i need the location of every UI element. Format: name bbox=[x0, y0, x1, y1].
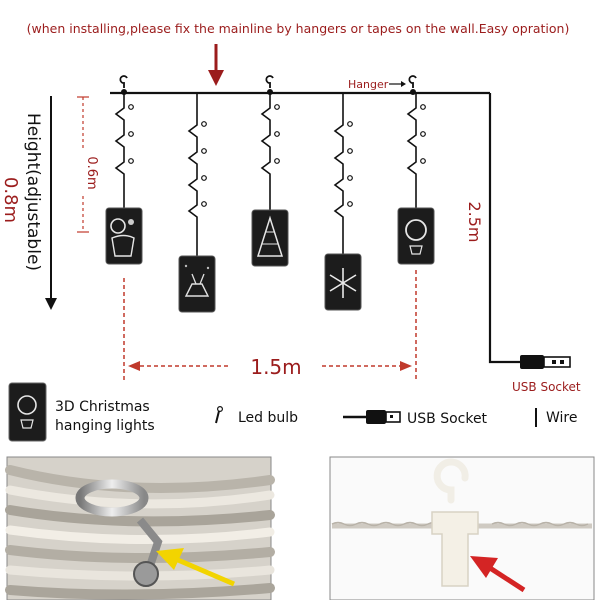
led-bulb-icons bbox=[128, 104, 426, 207]
usb-plug-icon bbox=[520, 355, 571, 369]
legend-wire-label: Wire bbox=[546, 410, 578, 426]
yellow-arrow-icon bbox=[156, 548, 235, 587]
height-label: Height(adjustable) bbox=[23, 113, 43, 271]
main-wire bbox=[110, 91, 522, 364]
legend-usb-label: USB Socket bbox=[407, 411, 488, 427]
strand-length-label: 0.6m bbox=[84, 156, 99, 189]
legend-light-panel-icon bbox=[8, 382, 47, 442]
legend-bulb-label: Led bulb bbox=[238, 410, 298, 426]
christmas-tree-light-panel bbox=[251, 209, 289, 267]
light-strands bbox=[114, 93, 417, 256]
legend-usb-socket-icon bbox=[343, 410, 401, 424]
hanger-label: Hanger bbox=[348, 78, 389, 91]
width-dimension bbox=[123, 270, 417, 380]
reindeer-light-panel bbox=[178, 255, 216, 313]
santa-light-panel bbox=[105, 207, 143, 265]
strand-dimension bbox=[77, 96, 89, 233]
legend-light-line1: 3D Christmas bbox=[55, 399, 150, 415]
red-arrow-icon bbox=[470, 556, 526, 593]
coiled-wire-photo bbox=[5, 456, 275, 600]
wreath-light-panel bbox=[397, 207, 435, 265]
legend-led-bulb-icon bbox=[215, 406, 224, 424]
snowflake-light-panel bbox=[324, 253, 362, 311]
legend-light-line2: hanging lights bbox=[55, 418, 155, 434]
drop-length-label: 2.5m bbox=[465, 201, 484, 242]
hanger-icons bbox=[119, 75, 417, 88]
usb-socket-label: USB Socket bbox=[512, 380, 581, 394]
header-note: (when installing,please fix the mainline… bbox=[27, 21, 570, 36]
height-arrow-icon bbox=[45, 96, 57, 310]
hanger-arrow-icon bbox=[389, 81, 406, 87]
width-value: 1.5m bbox=[250, 355, 301, 379]
red-down-arrow-icon bbox=[208, 44, 224, 86]
height-value: 0.8m bbox=[0, 177, 21, 223]
hanger-photo bbox=[329, 456, 595, 600]
